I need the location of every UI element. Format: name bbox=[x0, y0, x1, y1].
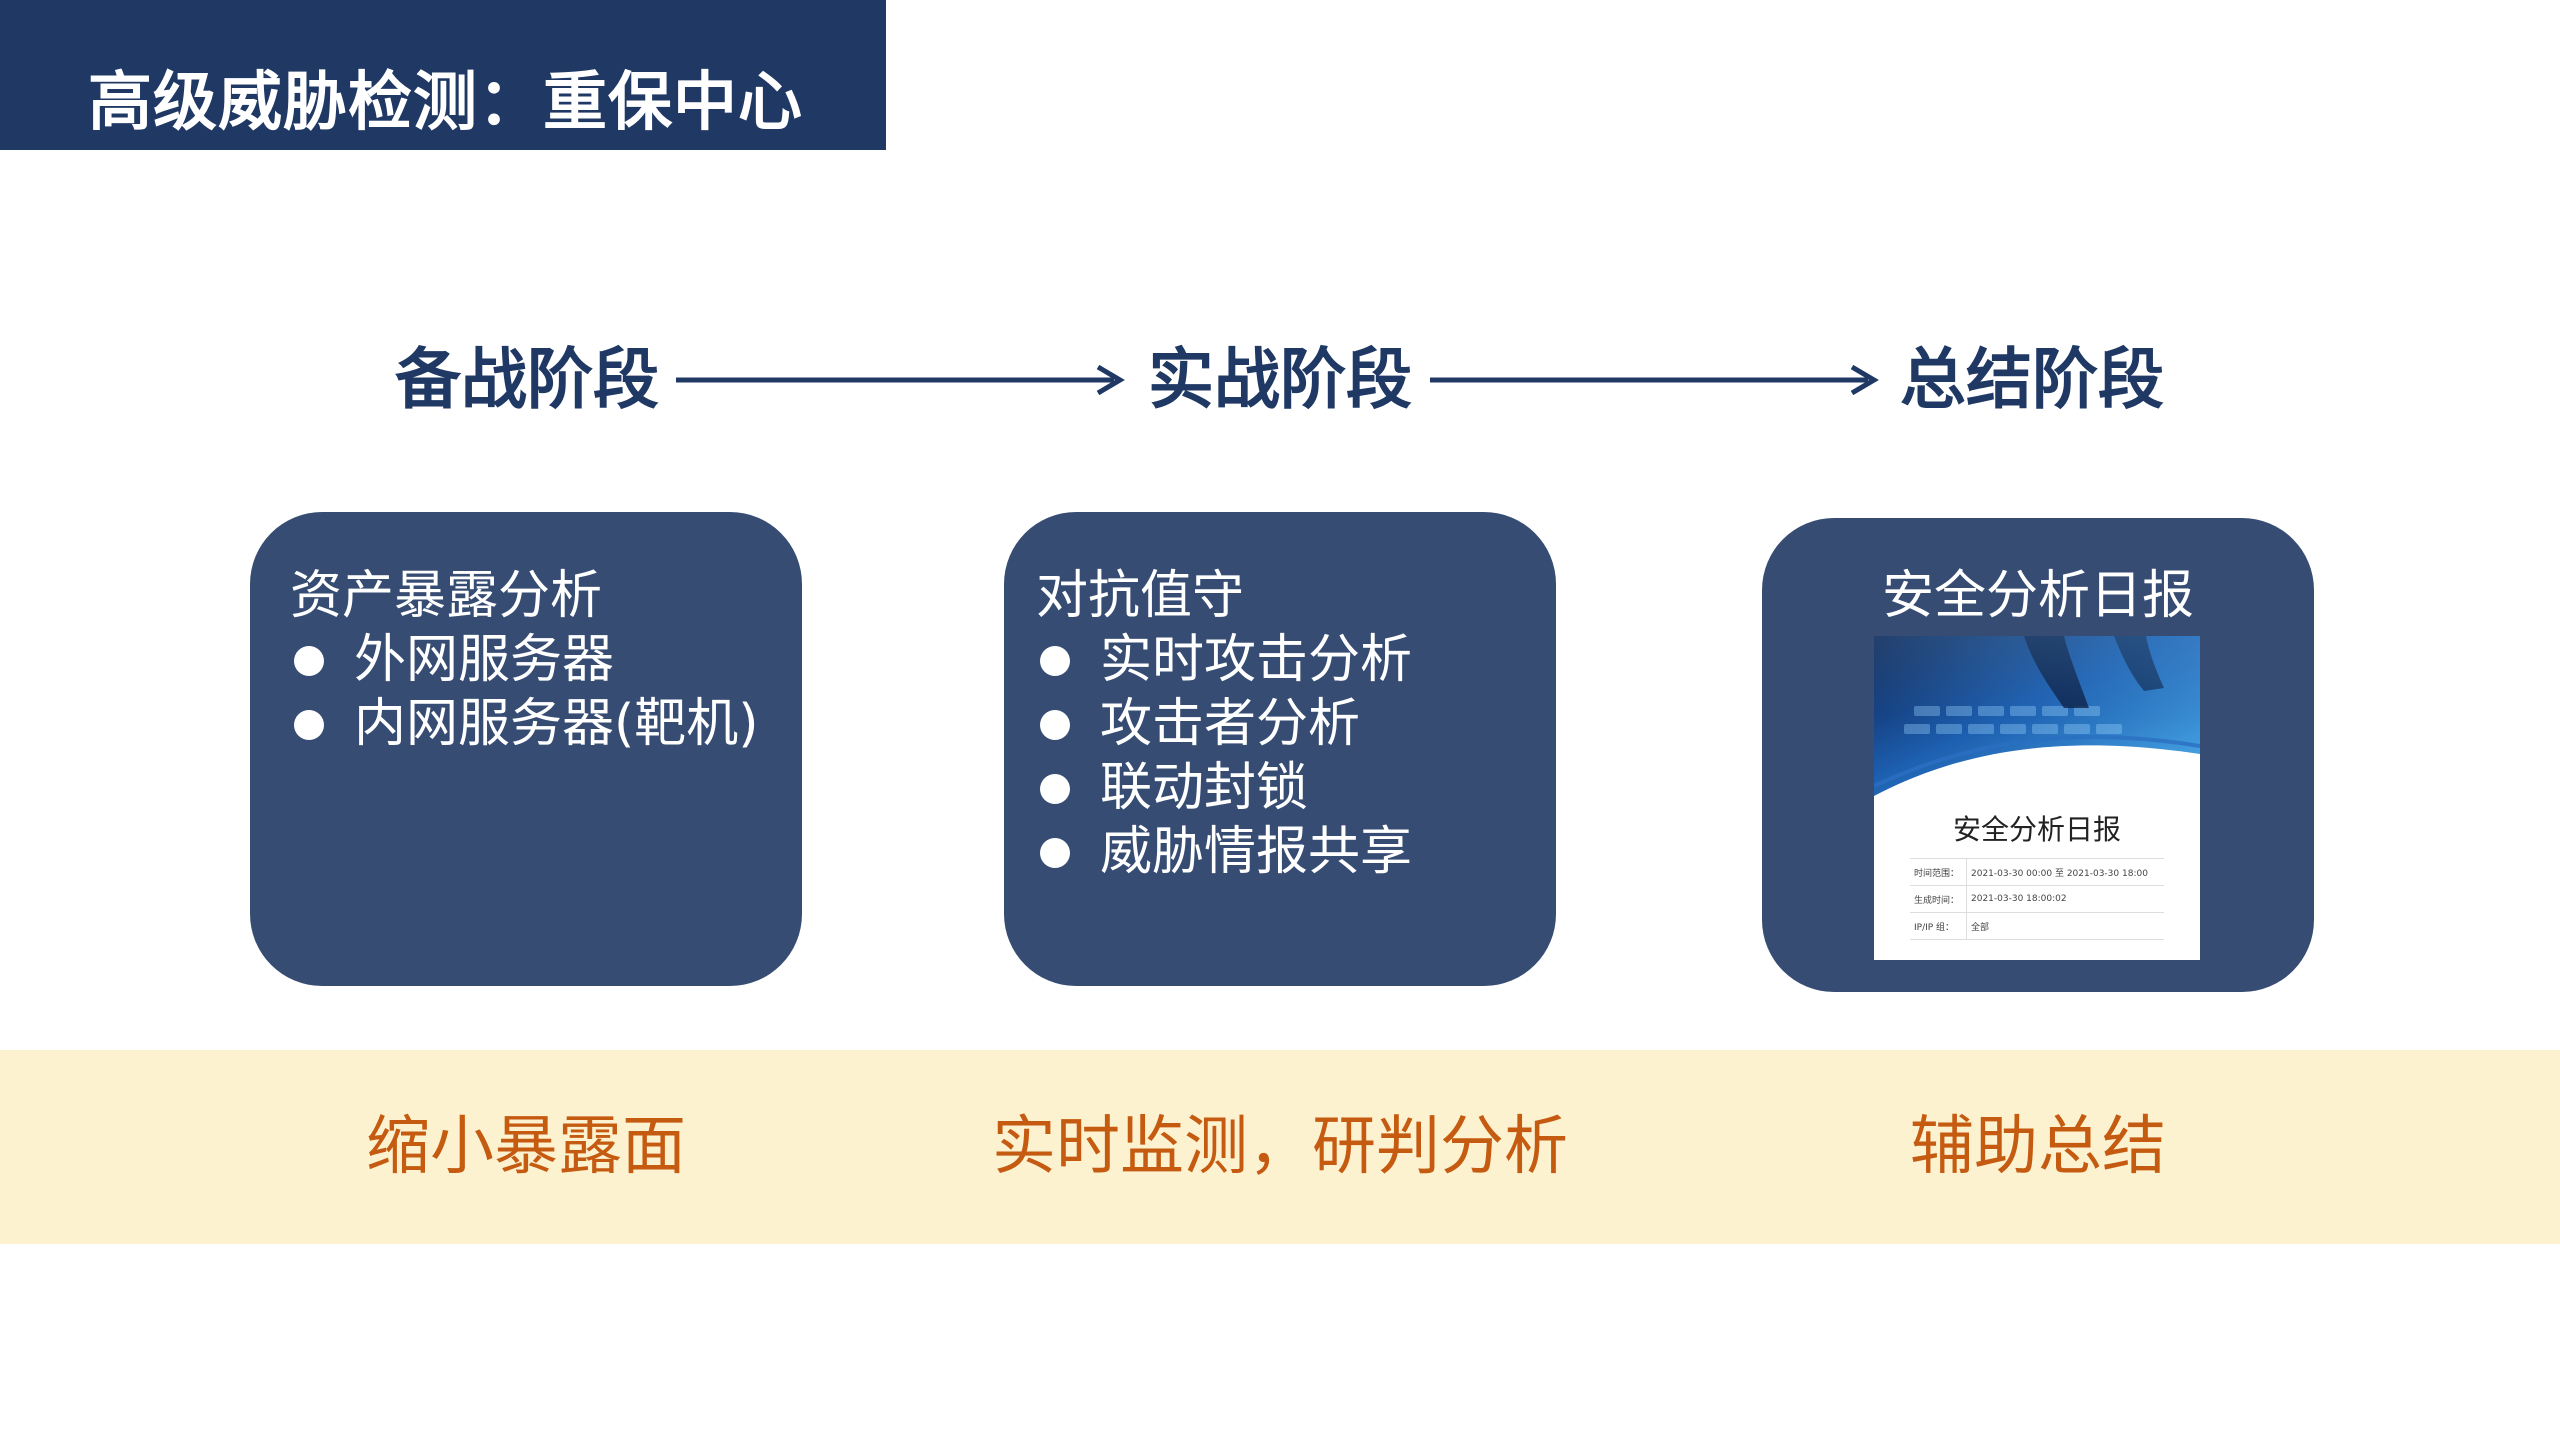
stage-label-summary: 总结阶段 bbox=[1900, 341, 2164, 418]
stage-label-combat: 实战阶段 bbox=[1148, 341, 1412, 418]
bullet-dot-icon bbox=[1040, 646, 1070, 676]
list-item: 威胁情报共享 bbox=[1040, 820, 1412, 884]
bullet-dot-icon bbox=[1040, 838, 1070, 868]
title-bar bbox=[0, 0, 886, 150]
bullet-dot-icon bbox=[294, 646, 324, 676]
list-item: 联动封锁 bbox=[1040, 756, 1412, 820]
outcome-summary: 辅助总结 bbox=[1910, 1110, 2166, 1184]
stage-label-prep: 备战阶段 bbox=[395, 341, 659, 418]
page-title: 高级威胁检测：重保中心 bbox=[88, 66, 803, 140]
card-prep-title: 资产暴露分析 bbox=[290, 566, 603, 626]
card-prep-list: 外网服务器 内网服务器(靶机) bbox=[294, 628, 759, 756]
list-item: 内网服务器(靶机) bbox=[294, 692, 759, 756]
table-row: 时间范围： 2021-03-30 00:00 至 2021-03-30 18:0… bbox=[1910, 858, 2164, 886]
report-thumbnail: 安全分析日报 时间范围： 2021-03-30 00:00 至 2021-03-… bbox=[1874, 636, 2200, 960]
card-summary-title: 安全分析日报 bbox=[1881, 566, 2194, 626]
bullet-dot-icon bbox=[1040, 774, 1070, 804]
outcome-prep: 缩小暴露面 bbox=[366, 1110, 686, 1184]
report-heading: 安全分析日报 bbox=[1952, 813, 2121, 846]
card-combat-list: 实时攻击分析 攻击者分析 联动封锁 威胁情报共享 bbox=[1040, 628, 1412, 884]
list-item: 外网服务器 bbox=[294, 628, 759, 692]
arrow-right-icon bbox=[1430, 364, 1879, 396]
card-prep bbox=[250, 512, 802, 986]
card-combat bbox=[1004, 512, 1556, 986]
bullet-dot-icon bbox=[294, 710, 324, 740]
table-row: 生成时间： 2021-03-30 18:00:02 bbox=[1910, 885, 2164, 913]
list-item: 实时攻击分析 bbox=[1040, 628, 1412, 692]
arrow-right-icon bbox=[676, 364, 1125, 396]
list-item: 攻击者分析 bbox=[1040, 692, 1412, 756]
bullet-dot-icon bbox=[1040, 710, 1070, 740]
table-row: IP/IP 组： 全部 bbox=[1910, 912, 2164, 940]
outcome-combat: 实时监测，研判分析 bbox=[992, 1110, 1568, 1184]
outcome-band bbox=[0, 1050, 2560, 1244]
report-info-table: 时间范围： 2021-03-30 00:00 至 2021-03-30 18:0… bbox=[1910, 858, 2164, 940]
card-combat-title: 对抗值守 bbox=[1036, 566, 1245, 626]
